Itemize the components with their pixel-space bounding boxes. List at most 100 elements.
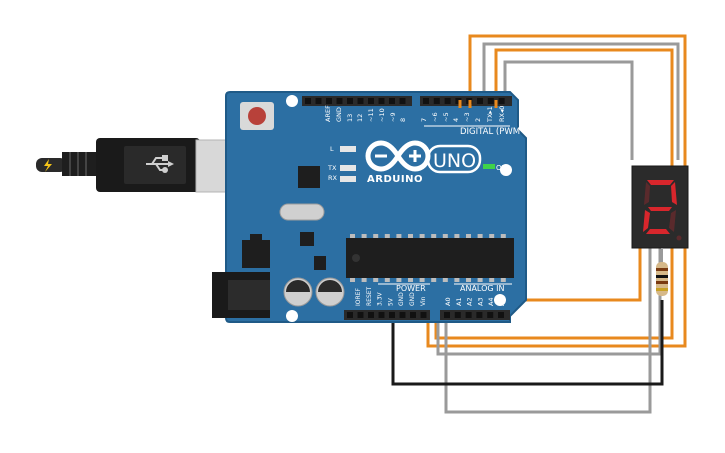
chip-leg xyxy=(489,278,495,282)
analog-pin-socket[interactable] xyxy=(487,312,494,318)
digital-pin-label: RX◂0 xyxy=(498,106,506,122)
digital-pin-socket[interactable] xyxy=(444,98,451,104)
analog-pin-socket[interactable] xyxy=(498,312,504,318)
digital-pin-label: ~5 xyxy=(442,112,450,122)
power-pin-socket[interactable] xyxy=(368,312,374,318)
mounting-hole xyxy=(494,294,506,306)
digital-pin-socket[interactable] xyxy=(336,98,343,104)
power-pin-label: Vin xyxy=(420,296,427,306)
chip-leg xyxy=(454,234,460,238)
digital-pin-label: ~11 xyxy=(367,108,375,122)
lightning-icon xyxy=(44,159,52,172)
arduino-logo-icon xyxy=(365,140,431,172)
power-pin-socket[interactable] xyxy=(420,312,427,318)
small-ic xyxy=(314,256,326,270)
analog-pin-socket[interactable] xyxy=(465,312,472,318)
digital-pin-socket[interactable] xyxy=(315,98,322,104)
brand-label: ARDUINO xyxy=(367,174,423,185)
digital-pin-socket[interactable] xyxy=(347,98,353,104)
digital-pin-label: 12 xyxy=(356,114,364,122)
digital-label: DIGITAL (PWM~) xyxy=(460,127,531,137)
digital-pin-socket[interactable] xyxy=(423,98,429,104)
chip-leg xyxy=(454,278,460,282)
power-pin-label: 5V xyxy=(387,297,394,306)
wire-gray-2[interactable] xyxy=(503,60,634,160)
on-led-label: ON xyxy=(496,164,507,172)
segment-b xyxy=(671,182,677,205)
chip-leg xyxy=(500,234,506,238)
resistor[interactable] xyxy=(656,248,668,296)
usb-cable-ridges xyxy=(62,152,98,176)
analog-pin-label: A1 xyxy=(455,297,463,306)
power-pin-label: 3.3V xyxy=(377,291,384,306)
model-label: UNO xyxy=(433,150,476,172)
power-pin-socket[interactable] xyxy=(389,312,395,318)
wire-gray-1[interactable] xyxy=(482,42,680,160)
on-led xyxy=(483,164,495,169)
digital-pin-socket[interactable] xyxy=(357,98,364,104)
power-pin-label: IOREF xyxy=(355,288,362,306)
crystal-oscillator xyxy=(279,203,325,221)
digital-pin-label: ~3 xyxy=(463,112,471,122)
digital-pin-label: TX▸1 xyxy=(486,106,494,123)
analog-pin-socket[interactable] xyxy=(476,312,483,318)
chip-leg xyxy=(408,234,413,238)
chip-leg xyxy=(361,278,367,282)
display-segments xyxy=(643,180,677,234)
wire-orange-2[interactable] xyxy=(494,48,674,232)
chip-leg xyxy=(442,278,448,282)
digital-pin-socket[interactable] xyxy=(477,98,483,104)
chip-leg xyxy=(442,234,448,238)
usb-controller-chip xyxy=(298,166,320,188)
digital-pin-label: 8 xyxy=(399,118,407,122)
chip-leg xyxy=(396,234,402,238)
seven-segment-display[interactable]: 2 xyxy=(631,165,689,249)
power-pin-socket[interactable] xyxy=(347,312,353,318)
power-pin-socket[interactable] xyxy=(410,312,416,318)
chip-leg xyxy=(466,278,471,282)
chip-leg xyxy=(477,278,483,282)
analog-pin-socket[interactable] xyxy=(444,312,450,318)
analog-pin-label: A3 xyxy=(476,297,484,306)
power-pin-socket[interactable] xyxy=(357,312,364,318)
analog-pin-socket[interactable] xyxy=(454,312,461,318)
power-pin-label: GND xyxy=(398,292,405,306)
digital-pin-label: 2 xyxy=(474,118,482,122)
digital-pin-socket[interactable] xyxy=(389,98,395,104)
digital-pin-socket[interactable] xyxy=(399,98,406,104)
digital-pin-socket[interactable] xyxy=(455,98,462,104)
digital-pin-socket[interactable] xyxy=(326,98,332,104)
segment-e xyxy=(643,210,650,232)
digital-pin-label: AREF xyxy=(324,105,332,122)
digital-pin-socket[interactable] xyxy=(487,98,494,104)
digital-pin-socket[interactable] xyxy=(433,98,440,104)
digital-pin-socket[interactable] xyxy=(368,98,374,104)
digital-pin-socket[interactable] xyxy=(498,98,505,104)
chip-leg xyxy=(361,234,367,238)
analog-pin-label: A0 xyxy=(444,297,452,306)
l-led xyxy=(340,146,356,152)
analog-pin-label: A4 xyxy=(487,297,495,306)
wire-black-ground[interactable] xyxy=(391,300,664,386)
digital-pin-label: 4 xyxy=(452,118,460,122)
power-pin-socket[interactable] xyxy=(399,312,406,318)
mounting-hole xyxy=(286,95,298,107)
digital-pin-socket[interactable] xyxy=(378,98,385,104)
mounting-hole xyxy=(286,310,298,322)
reset-button[interactable] xyxy=(248,107,266,125)
capacitor xyxy=(283,277,313,307)
bottom-pin-sockets[interactable] xyxy=(347,312,504,318)
power-header xyxy=(344,310,430,320)
chip-leg xyxy=(384,278,390,282)
atmega-chip xyxy=(346,238,514,278)
chip-leg xyxy=(477,234,483,238)
wire-stubs xyxy=(458,100,498,108)
power-pin-socket[interactable] xyxy=(378,312,385,318)
digital-pin-socket[interactable] xyxy=(305,98,311,104)
voltage-regulator xyxy=(242,240,270,268)
